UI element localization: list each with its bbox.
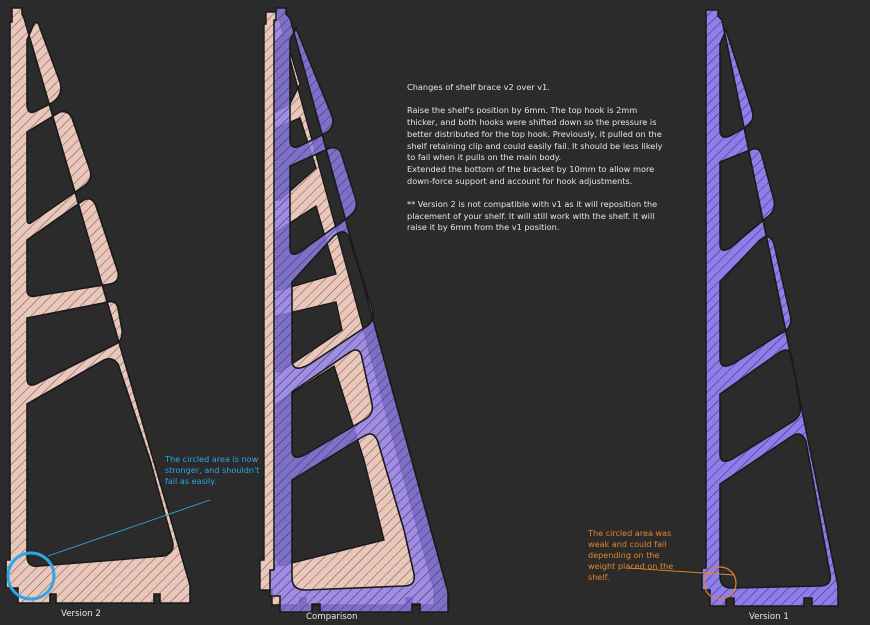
v1-highlight-circle: [703, 566, 737, 600]
v2-callout-text: The circled area is now stronger, and sh…: [165, 454, 260, 486]
v1-callout-text: The circled area was weak and could fail…: [588, 528, 674, 582]
change-notes: Changes of shelf brace v2 over v1. Raise…: [407, 82, 669, 234]
v1-leader-line: [627, 567, 735, 576]
notes-paragraph-2: Extended the bottom of the bracket by 10…: [407, 163, 655, 186]
caption-version2: Version 2: [61, 609, 101, 619]
notes-paragraph-1: Raise the shelf's position by 6mm. The t…: [407, 105, 663, 163]
caption-version1: Version 1: [749, 612, 789, 622]
v2-highlight-circle: [6, 551, 56, 601]
notes-paragraph-3: ** Version 2 is not compatible with v1 a…: [407, 199, 658, 233]
comparison-brace: [259, 7, 449, 613]
v2-leader-line: [47, 499, 211, 557]
version1-outline: [701, 9, 839, 607]
notes-heading: Changes of shelf brace v2 over v1.: [407, 82, 550, 92]
version2-outline: [5, 7, 191, 604]
comparison-version1-layer: [269, 7, 449, 613]
caption-comparison: Comparison: [306, 612, 358, 622]
version2-brace: [5, 7, 191, 604]
version1-brace: [701, 9, 839, 607]
